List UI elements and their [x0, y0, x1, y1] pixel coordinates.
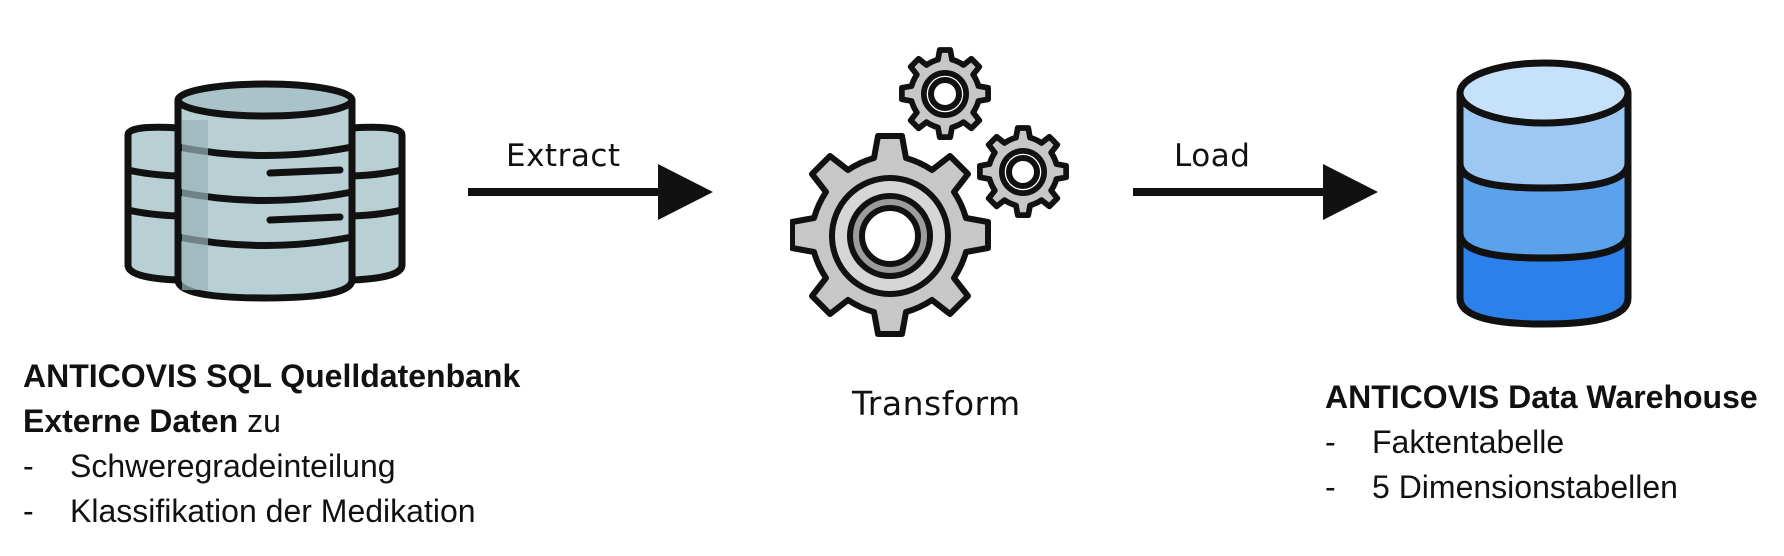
- target-title: ANTICOVIS Data Warehouse: [1325, 379, 1758, 415]
- extract-label: Extract: [506, 138, 621, 174]
- bullet-text: Faktentabelle: [1372, 424, 1565, 460]
- database-servers-icon: [120, 80, 410, 305]
- bullet-text: 5 Dimensionstabellen: [1372, 469, 1678, 505]
- bullet-dash: -: [1325, 424, 1336, 460]
- transform-label: Transform: [852, 384, 1021, 423]
- target-description: ANTICOVIS Data Warehouse - Faktentabelle…: [1325, 375, 1758, 510]
- bullet-dash: -: [1325, 469, 1336, 505]
- extract-arrow: [468, 162, 713, 222]
- data-warehouse-icon: [1455, 58, 1633, 330]
- source-subtitle-bold: Externe Daten: [23, 403, 239, 439]
- load-arrow: [1133, 162, 1378, 222]
- load-label: Load: [1174, 138, 1251, 174]
- list-item: - Klassifikation der Medikation: [23, 489, 520, 534]
- source-description: ANTICOVIS SQL Quelldatenbank Externe Dat…: [23, 354, 520, 534]
- bullet-dash: -: [23, 493, 34, 529]
- bullet-text: Klassifikation der Medikation: [70, 493, 476, 529]
- list-item: - Faktentabelle: [1325, 420, 1758, 465]
- source-subtitle: Externe Daten zu: [23, 399, 520, 444]
- gears-icon: [790, 44, 1090, 344]
- list-item: - 5 Dimensionstabellen: [1325, 465, 1758, 510]
- source-subtitle-rest: zu: [238, 403, 281, 439]
- source-title: ANTICOVIS SQL Quelldatenbank: [23, 358, 521, 394]
- bullet-text: Schweregradeinteilung: [70, 448, 396, 484]
- bullet-dash: -: [23, 448, 34, 484]
- list-item: - Schweregradeinteilung: [23, 444, 520, 489]
